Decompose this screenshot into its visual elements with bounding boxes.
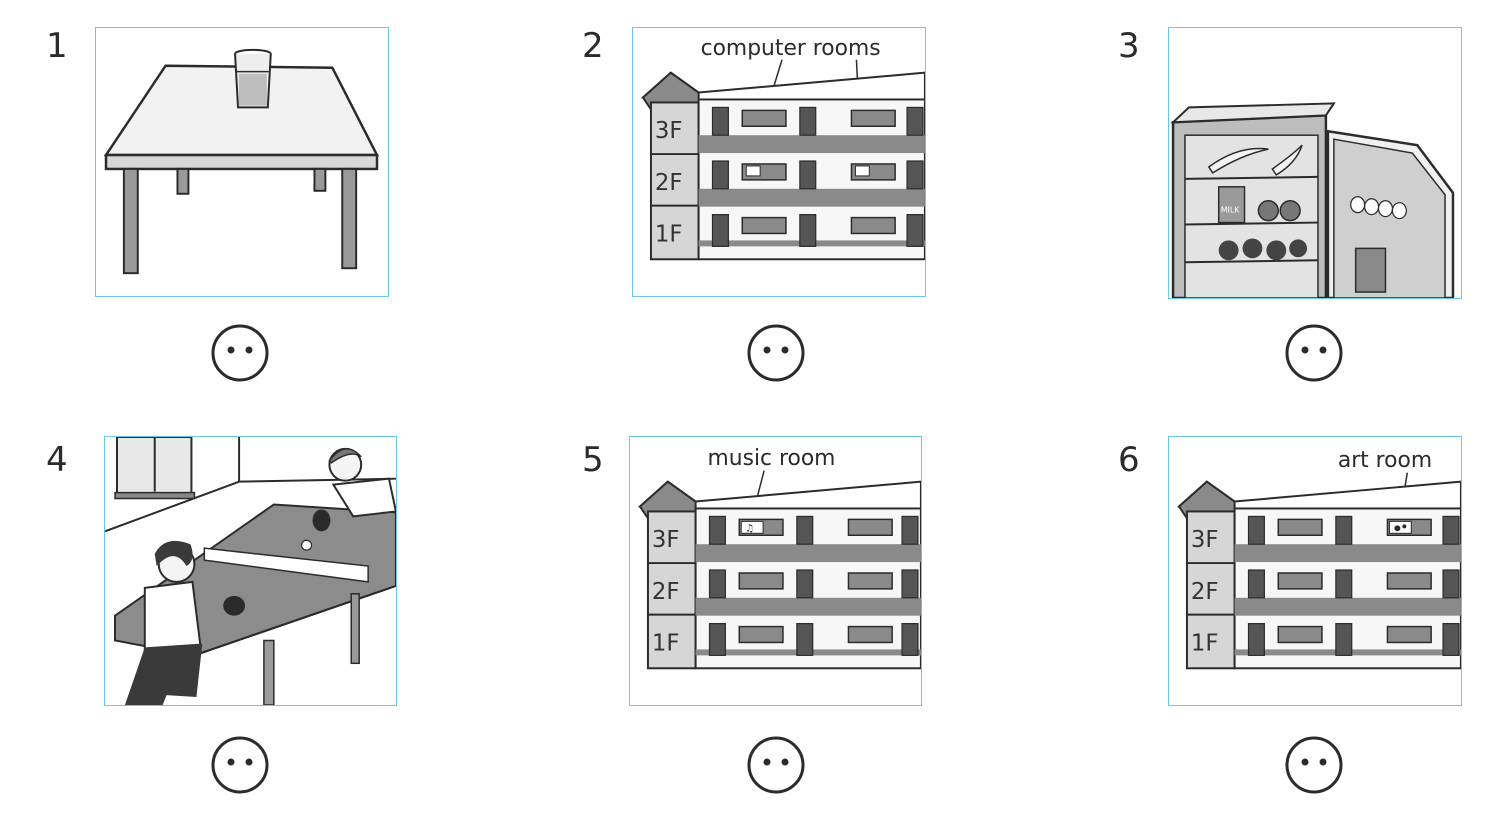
school-building-illustration: music room 3F 2F 1F ♫ — [637, 446, 921, 670]
svg-text:2F: 2F — [652, 579, 680, 605]
picture-panel-5: music room 3F 2F 1F ♫ — [629, 436, 922, 706]
svg-text:2F: 2F — [655, 170, 683, 196]
neutral-face-icon[interactable] — [210, 735, 270, 795]
item-number-6: 6 — [1118, 440, 1140, 480]
picture-panel-1 — [95, 27, 389, 297]
neutral-face-icon[interactable] — [1284, 735, 1344, 795]
svg-text:1F: 1F — [1191, 630, 1219, 656]
svg-text:1F: 1F — [652, 630, 680, 656]
svg-text:MILK: MILK — [1221, 206, 1241, 215]
item-number-5: 5 — [582, 440, 604, 480]
item-number-4: 4 — [46, 440, 68, 480]
picture-panel-3: MILK — [1168, 27, 1462, 299]
open-fridge-illustration: MILK — [1170, 102, 1455, 298]
school-building-illustration: computer rooms 3F 2F 1F — [640, 36, 925, 261]
building-label: music room — [708, 446, 836, 471]
item-number-2: 2 — [582, 26, 604, 66]
picture-panel-2: computer rooms 3F 2F 1F — [632, 27, 926, 297]
svg-text:1F: 1F — [655, 221, 683, 247]
svg-text:3F: 3F — [1191, 527, 1219, 553]
neutral-face-icon[interactable] — [746, 323, 806, 383]
neutral-face-icon[interactable] — [1284, 323, 1344, 383]
school-building-illustration: art room 3F 2F 1F — [1176, 448, 1461, 670]
table-tennis-illustration — [105, 437, 396, 705]
svg-text:♫: ♫ — [745, 523, 754, 534]
picture-panel-4 — [104, 436, 397, 706]
building-label: computer rooms — [701, 36, 881, 61]
neutral-face-icon[interactable] — [210, 323, 270, 383]
svg-text:2F: 2F — [1191, 579, 1219, 605]
building-label: art room — [1338, 448, 1432, 473]
svg-text:3F: 3F — [655, 118, 683, 144]
picture-panel-6: art room 3F 2F 1F — [1168, 436, 1462, 706]
item-number-1: 1 — [46, 26, 68, 66]
item-number-3: 3 — [1118, 26, 1140, 66]
table-with-glass-illustration — [103, 48, 380, 275]
svg-text:3F: 3F — [652, 527, 680, 553]
neutral-face-icon[interactable] — [746, 735, 806, 795]
